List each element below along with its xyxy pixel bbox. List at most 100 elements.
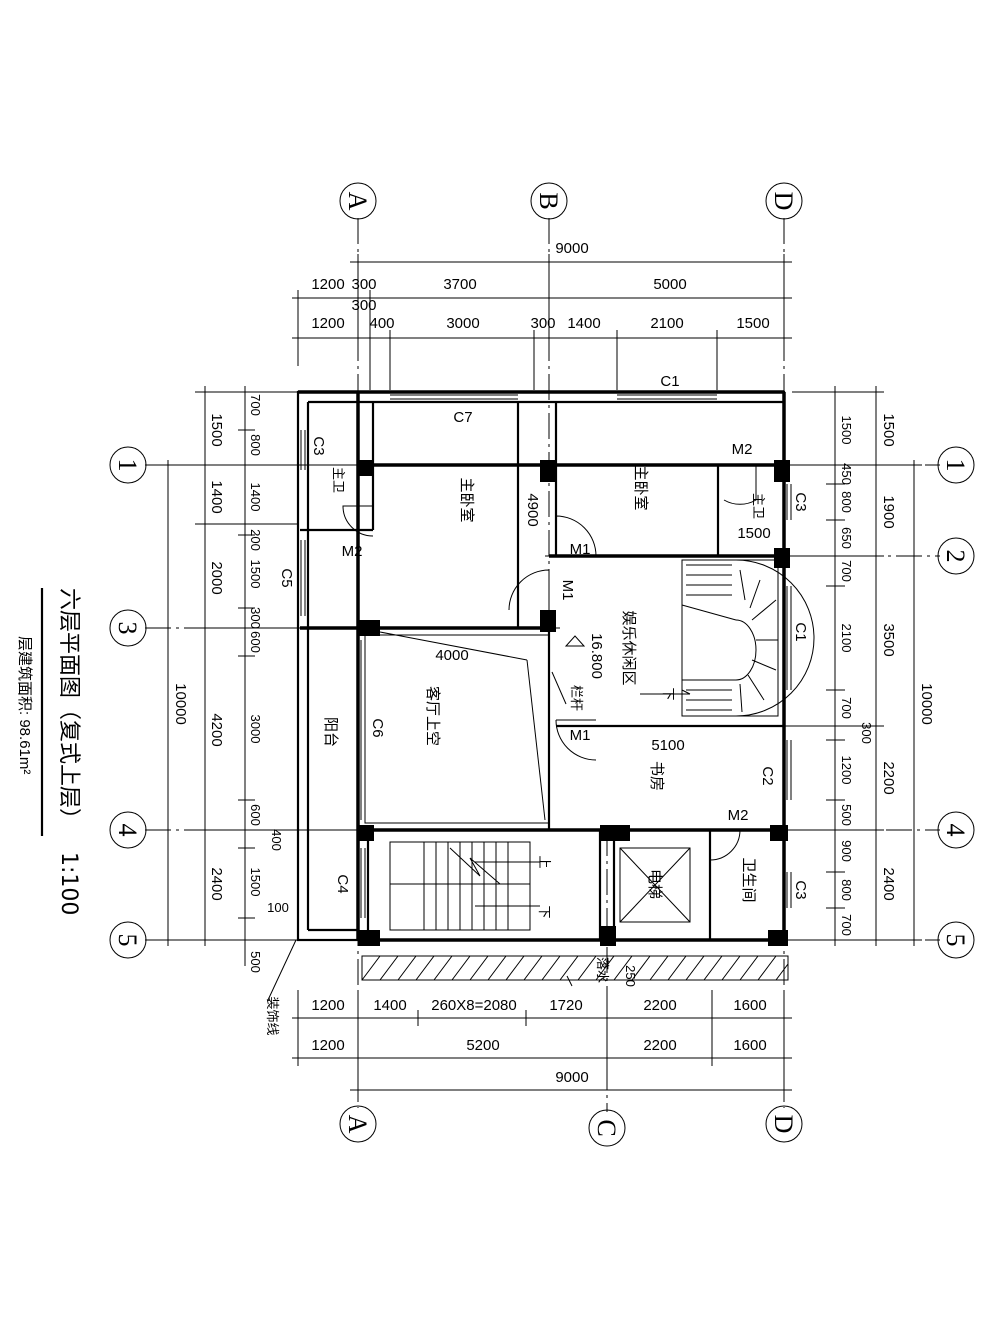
label-stair-down2: 下 [661,687,676,700]
dim-left-r2-5: 300 [248,607,263,629]
room-labels: 主卧室 主卧室 娱乐休闲区 客厅上空 阳台 书房 电梯 卫生间 主卫 主卫 [322,465,766,902]
left-dimensions: 10000 1500 1400 2000 4200 2400 700 800 1… [158,386,358,973]
label-down-pipe: 落水 [595,957,610,983]
dim-right-r2-11: 800 [839,879,854,901]
drawing-title: 六层平面图（复式上层） [56,588,81,830]
elevator-shaft [619,847,691,923]
walls [296,390,786,942]
dim-top-r2-4: 1400 [567,315,600,332]
dim-bottom-r1-5: 1600 [733,997,766,1014]
dim-bottom-r1-0: 1200 [311,997,344,1014]
label-m2-c: M2 [728,807,749,824]
floor-area: 层建筑面积: 98.61m² [16,636,33,774]
label-elevation: 16.800 [588,633,605,679]
axis-label-right-2: 2 [941,550,970,563]
label-m1-a: M1 [570,541,591,558]
dim-right-r2-1: 450 [839,463,854,485]
dim-top-r2-1: 400 [369,315,394,332]
dim-top-r2-0: 1200 [311,315,344,332]
label-c3-right-bot: C3 [792,880,809,899]
dim-right-r2-7: 300 [859,722,874,744]
elevation-marker [564,635,586,647]
dim-bottom-r2-3: 1600 [733,1037,766,1054]
axis-label-left-4: 4 [113,824,142,837]
axis-label-left-3: 3 [113,622,142,635]
axis-label-top-d: D [769,192,798,211]
dim-right-r2-8: 1200 [839,756,854,785]
bottom-dimensions: 1200 1400 260X8=2080 1720 2200 1600 1200… [292,990,792,1098]
dim-top-r2-5: 2100 [650,315,683,332]
axis-label-bottom-c: C [592,1119,621,1136]
label-c1-top: C1 [660,373,679,390]
right-dimensions: 10000 1500 1900 3500 2200 2400 1500 450 … [784,386,935,946]
dim-bottom-r1-2: 260X8=2080 [431,997,517,1014]
dim-left-r2-2: 1400 [248,483,263,512]
gutter-hatch [267,939,789,1001]
label-m1-b: M1 [559,580,576,601]
label-dim-4000: 4000 [435,647,468,664]
room-master-bed-right: 主卧室 [632,465,649,510]
room-balcony: 阳台 [322,717,339,747]
straight-stair [389,841,540,931]
dim-top-r1-3: 5000 [653,276,686,293]
dim-left-r2-9: 400 [269,829,284,851]
room-main-bath-right: 主卫 [751,493,766,519]
dim-right-r2-4: 700 [839,560,854,582]
dim-left-r2-1: 800 [248,434,263,456]
dim-top-total: 9000 [555,240,588,257]
label-c4: C4 [334,874,351,893]
dim-top-r2-6: 1500 [736,315,769,332]
axis-label-bottom-a: A [343,1115,372,1134]
label-c3-right-top: C3 [792,492,809,511]
label-decor-line: 装饰线 [265,996,280,1035]
dim-right-r1-4: 2400 [880,867,897,900]
dim-left-r2-6: 600 [248,631,263,653]
windows [300,394,792,918]
doors [342,465,757,861]
label-m2-b: M2 [342,543,363,560]
axis-bubbles: A B D A C D 1 3 4 5 1 2 4 5 [109,182,975,1147]
dim-bottom-r2-1: 5200 [466,1037,499,1054]
dim-left-r1-1: 1400 [208,480,225,513]
label-m1-c: M1 [570,727,591,744]
dim-left-r1-2: 2000 [208,561,225,594]
dim-left-r2-7: 3000 [248,715,263,744]
railing [379,631,567,821]
dim-right-r2-3: 650 [839,527,854,549]
dim-left-r2-12: 500 [248,951,263,973]
dim-right-r2-0: 1500 [839,416,854,445]
axis-label-left-5: 5 [113,934,142,947]
axis-label-right-4: 4 [941,824,970,837]
dim-right-r2-2: 800 [839,491,854,513]
label-stair-up: 上 [537,855,552,868]
room-master-bed-left: 主卧室 [458,477,475,522]
label-c1-right: C1 [792,622,809,641]
dim-bottom-r1-3: 1720 [549,997,582,1014]
dim-left-r2-8: 600 [248,804,263,826]
dim-right-r1-0: 1500 [880,413,897,446]
label-c5: C5 [278,568,295,587]
opening-labels: C1 C7 C3 C5 C6 C4 C1 C2 C3 C3 M2 M2 M2 M… [265,373,809,1036]
dim-bottom-r2-2: 2200 [643,1037,676,1054]
axis-label-right-1: 1 [941,459,970,472]
dim-left-r2-0: 700 [248,394,263,416]
axis-label-top-b: B [534,192,563,209]
dim-left-r2-11: 100 [267,900,289,915]
label-dim-5100: 5100 [651,737,684,754]
dim-right-r2-5: 2100 [839,624,854,653]
room-bath-small: 卫生间 [740,857,757,902]
dim-bottom-r2-0: 1200 [311,1037,344,1054]
dim-bottom-r1-4: 2200 [643,997,676,1014]
room-study: 书房 [648,761,665,791]
dim-right-r1-1: 1900 [880,495,897,528]
dim-right-r2-10: 900 [839,840,854,862]
label-stair-down: 下 [537,905,552,918]
dim-top-r1-extra: 300 [351,297,376,314]
label-m2-a: M2 [732,441,753,458]
title-block: 六层平面图（复式上层） 1:100 层建筑面积: 98.61m² [16,588,81,915]
axis-label-bottom-d: D [769,1115,798,1134]
label-c3-left: C3 [310,436,327,455]
label-dim-1500: 1500 [737,525,770,542]
dim-left-r1-0: 1500 [208,413,225,446]
label-c2: C2 [759,766,776,785]
